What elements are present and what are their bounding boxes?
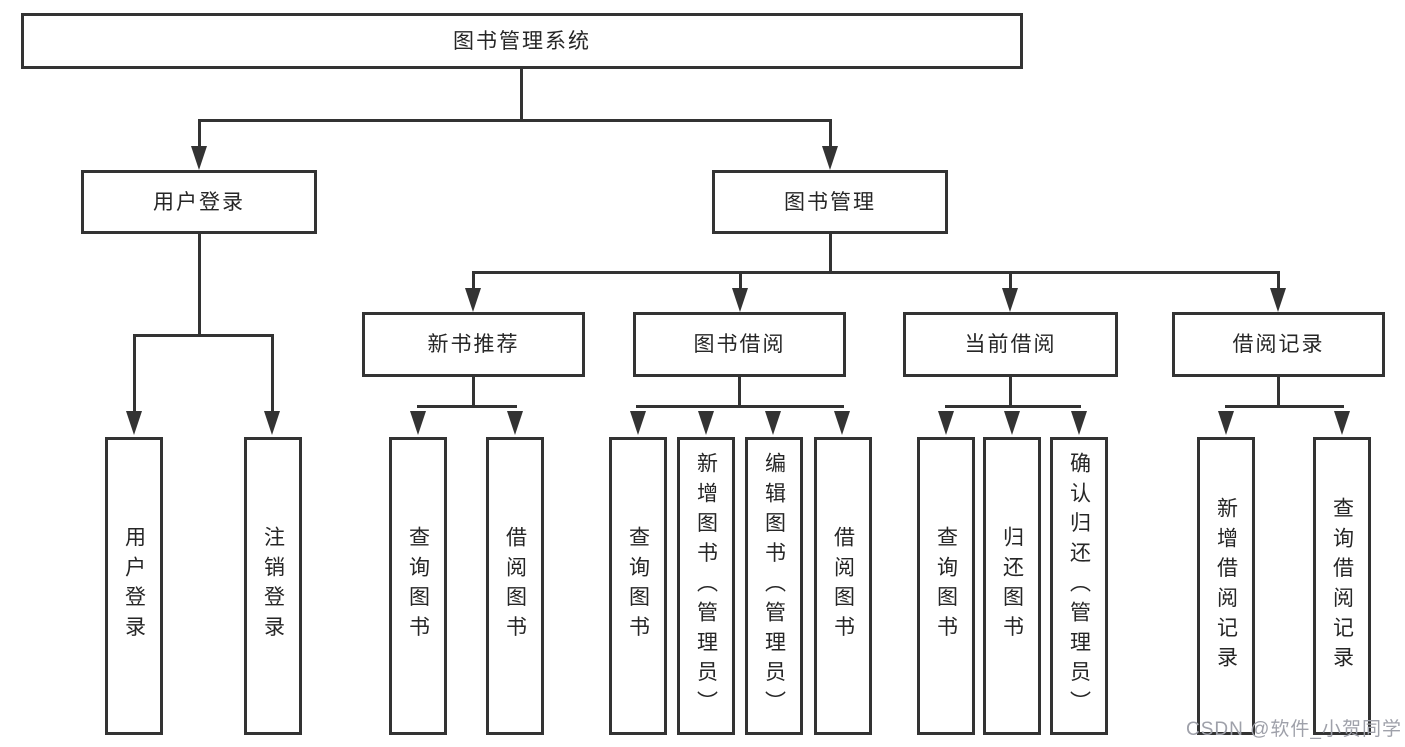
- leaf-borrow-edit-book-admin: 编辑图书（管理员）: [745, 437, 803, 735]
- arrow-down-icon: [410, 411, 426, 435]
- leaf-user-login: 用户登录: [105, 437, 163, 735]
- arrow-down-icon: [834, 411, 850, 435]
- leaf-newbook-query-book: 查询图书: [389, 437, 447, 735]
- node-new-book-recommend: 新书推荐: [362, 312, 585, 377]
- leaf-borrow-add-book-admin: 新增图书（管理员）: [677, 437, 735, 735]
- connector-line: [133, 334, 136, 414]
- connector-line: [1009, 271, 1012, 291]
- leaf-newbook-borrow-book: 借阅图书: [486, 437, 544, 735]
- leaf-current-return-book: 归还图书: [983, 437, 1041, 735]
- node-label: 查询图书: [626, 526, 650, 646]
- arrow-down-icon: [1002, 288, 1018, 312]
- connector-line: [1277, 375, 1280, 408]
- node-label: 归还图书: [1000, 526, 1024, 646]
- node-label: 新书推荐: [427, 333, 520, 356]
- node-user-login: 用户登录: [81, 170, 317, 234]
- node-root-system: 图书管理系统: [21, 13, 1023, 69]
- connector-line: [472, 271, 1280, 274]
- connector-line: [520, 66, 523, 121]
- connector-line: [829, 119, 832, 149]
- connector-line: [636, 405, 844, 408]
- node-current-borrow: 当前借阅: [903, 312, 1118, 377]
- node-label: 查询借阅记录: [1330, 496, 1354, 676]
- node-label: 用户登录: [153, 190, 245, 214]
- connector-line: [1009, 375, 1012, 408]
- arrow-down-icon: [1334, 411, 1350, 435]
- leaf-record-query: 查询借阅记录: [1313, 437, 1371, 735]
- node-label: 确认归还（管理员）: [1067, 451, 1091, 721]
- leaf-borrow-borrow-book: 借阅图书: [814, 437, 872, 735]
- connector-line: [1225, 405, 1344, 408]
- node-label: 新增借阅记录: [1214, 496, 1238, 676]
- node-book-mgmt: 图书管理: [712, 170, 948, 234]
- connector-line: [829, 232, 832, 274]
- connector-line: [945, 405, 1081, 408]
- connector-line: [739, 271, 742, 291]
- connector-line: [198, 119, 832, 122]
- arrow-down-icon: [126, 411, 142, 435]
- node-borrow-record: 借阅记录: [1172, 312, 1385, 377]
- arrow-down-icon: [765, 411, 781, 435]
- node-label: 图书借阅: [693, 333, 786, 356]
- leaf-record-add: 新增借阅记录: [1197, 437, 1255, 735]
- connector-line: [133, 334, 274, 337]
- node-label: 图书管理: [784, 190, 876, 214]
- arrow-down-icon: [1004, 411, 1020, 435]
- connector-line: [1277, 271, 1280, 291]
- watermark: CSDN @软件_小贺同学: [1186, 719, 1402, 740]
- arrow-down-icon: [698, 411, 714, 435]
- arrow-down-icon: [938, 411, 954, 435]
- arrow-down-icon: [630, 411, 646, 435]
- node-book-borrow: 图书借阅: [633, 312, 846, 377]
- node-label: 注销登录: [261, 526, 285, 646]
- leaf-current-query-book: 查询图书: [917, 437, 975, 735]
- arrow-down-icon: [1071, 411, 1087, 435]
- node-label: 借阅记录: [1232, 333, 1325, 356]
- node-label: 当前借阅: [964, 333, 1057, 356]
- arrow-down-icon: [465, 288, 481, 312]
- connector-line: [417, 405, 517, 408]
- connector-line: [198, 232, 201, 337]
- node-label: 借阅图书: [503, 526, 527, 646]
- connector-line: [472, 271, 475, 291]
- arrow-down-icon: [507, 411, 523, 435]
- node-label: 用户登录: [122, 526, 146, 646]
- node-label: 借阅图书: [831, 526, 855, 646]
- arrow-down-icon: [191, 146, 207, 170]
- connector-line: [198, 119, 201, 149]
- node-label: 查询图书: [934, 526, 958, 646]
- leaf-current-confirm-return-admin: 确认归还（管理员）: [1050, 437, 1108, 735]
- connector-line: [738, 375, 741, 408]
- connector-line: [271, 334, 274, 414]
- arrow-down-icon: [732, 288, 748, 312]
- node-label: 新增图书（管理员）: [694, 451, 718, 721]
- connector-line: [472, 375, 475, 408]
- arrow-down-icon: [1270, 288, 1286, 312]
- node-label: 查询图书: [406, 526, 430, 646]
- leaf-logout: 注销登录: [244, 437, 302, 735]
- leaf-borrow-query-book: 查询图书: [609, 437, 667, 735]
- arrow-down-icon: [264, 411, 280, 435]
- arrow-down-icon: [822, 146, 838, 170]
- node-label: 编辑图书（管理员）: [762, 451, 786, 721]
- arrow-down-icon: [1218, 411, 1234, 435]
- node-label: 图书管理系统: [453, 29, 591, 53]
